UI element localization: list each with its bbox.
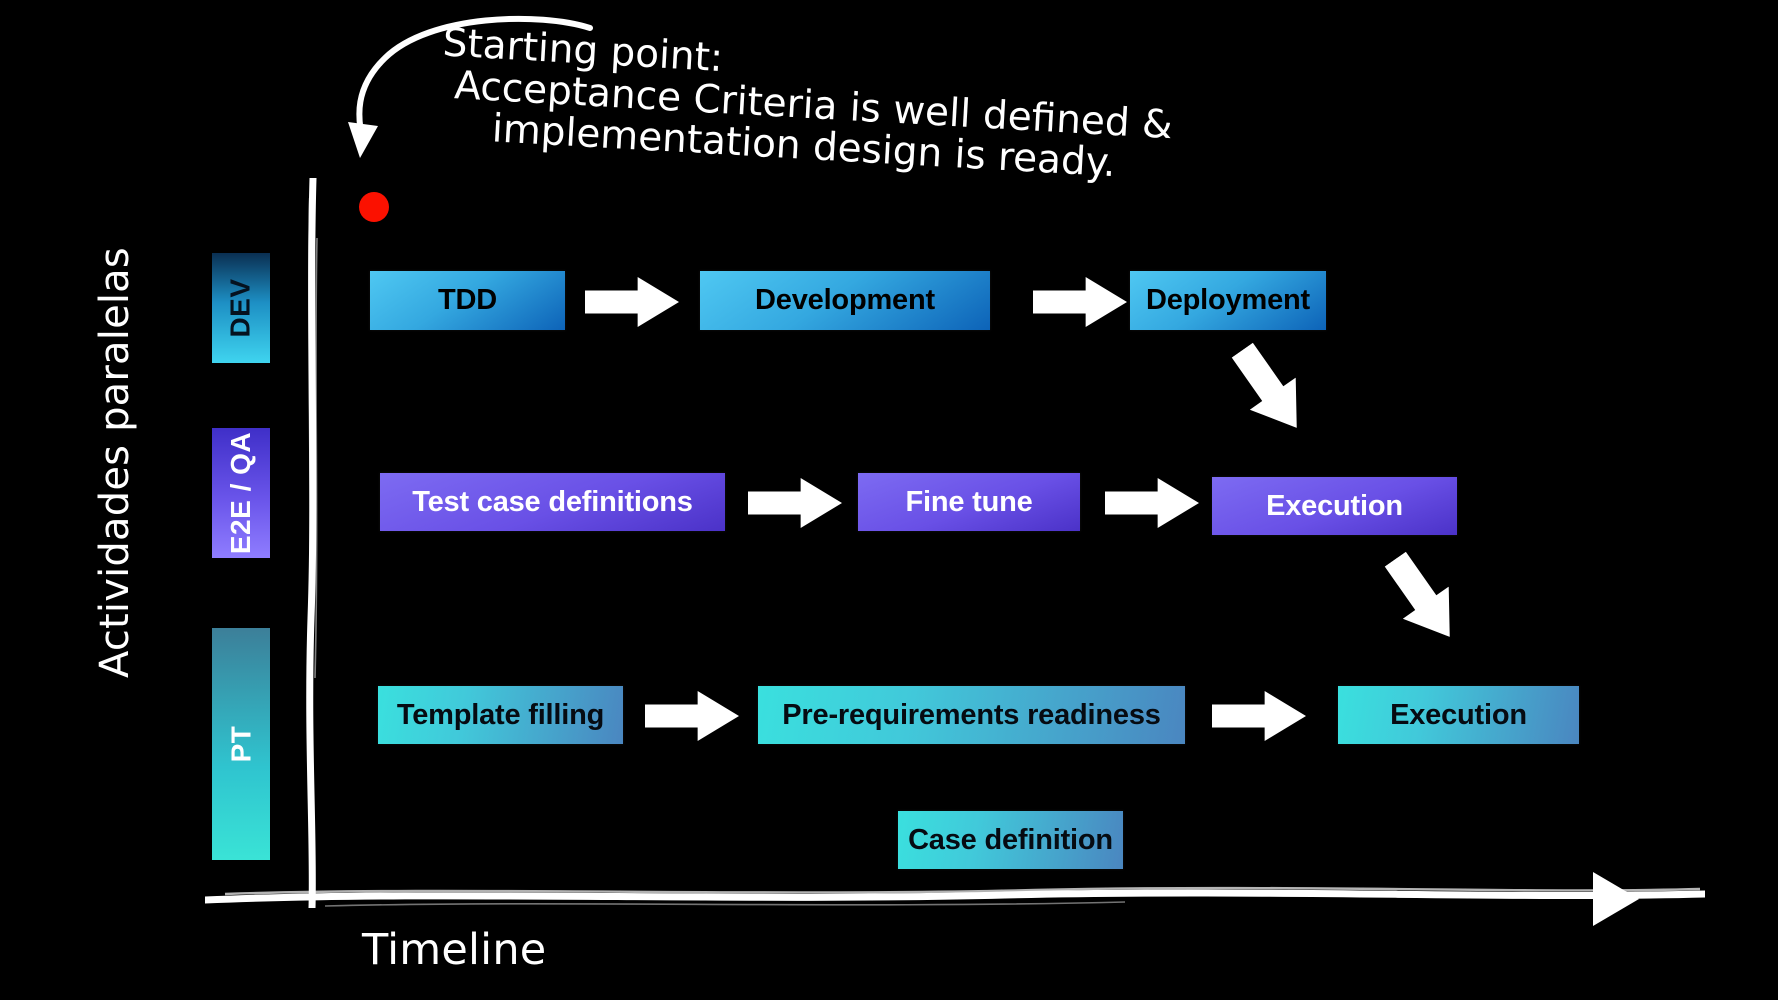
step-box-pt-template-filling[interactable]: Template filling: [378, 686, 623, 744]
dev-to-e2e-arrow: [1219, 334, 1319, 444]
lane-label-e2e: E2E / QA: [225, 431, 257, 555]
step-box-dev-deployment[interactable]: Deployment: [1130, 271, 1326, 330]
step-label: Fine tune: [905, 485, 1033, 518]
arrow-dev-1: [585, 277, 679, 327]
x-axis-line: [205, 886, 1705, 907]
step-box-e2e-execution[interactable]: Execution: [1212, 477, 1457, 535]
e2e-to-pt-arrow: [1372, 543, 1472, 653]
lane-badge-pt: PT: [212, 628, 270, 860]
arrow-pt-2: [1212, 691, 1306, 741]
step-box-pt-pre-requirements-readiness[interactable]: Pre-requirements readiness: [758, 686, 1185, 744]
step-label: Execution: [1266, 489, 1403, 522]
step-label: Pre-requirements readiness: [782, 698, 1161, 731]
start-marker-dot: [359, 192, 389, 222]
step-box-pt-case-definition[interactable]: Case definition: [898, 811, 1123, 869]
arrow-pt-1: [645, 691, 739, 741]
lane-badge-dev: DEV: [212, 253, 270, 363]
lane-label-pt: PT: [225, 725, 256, 763]
y-axis-line: [306, 178, 318, 908]
arrow-e2e-1: [748, 478, 842, 528]
step-label: TDD: [437, 284, 497, 316]
step-box-e2e-test-case-definitions[interactable]: Test case definitions: [380, 473, 725, 531]
step-label: Template filling: [396, 698, 605, 731]
timeline-arrowhead-icon: [1593, 872, 1639, 926]
lane-label-dev: DEV: [225, 278, 257, 338]
lane-badge-e2e: E2E / QA: [212, 428, 270, 558]
step-label: Case definition: [908, 823, 1113, 856]
step-label: Development: [755, 284, 935, 316]
arrow-dev-2: [1033, 277, 1127, 327]
x-axis-title: Timeline: [362, 925, 547, 975]
step-box-e2e-fine-tune[interactable]: Fine tune: [858, 473, 1080, 531]
step-label: Test case definitions: [412, 485, 693, 518]
callout-curved-arrow-icon: [348, 15, 593, 158]
step-label: Execution: [1390, 698, 1527, 731]
arrow-e2e-2: [1105, 478, 1199, 528]
y-axis-title: Actividades paralelas: [92, 247, 138, 678]
step-label: Deployment: [1146, 284, 1310, 316]
step-box-dev-tdd[interactable]: TDD: [370, 271, 565, 330]
step-box-dev-development[interactable]: Development: [700, 271, 990, 330]
step-box-pt-execution[interactable]: Execution: [1338, 686, 1579, 744]
